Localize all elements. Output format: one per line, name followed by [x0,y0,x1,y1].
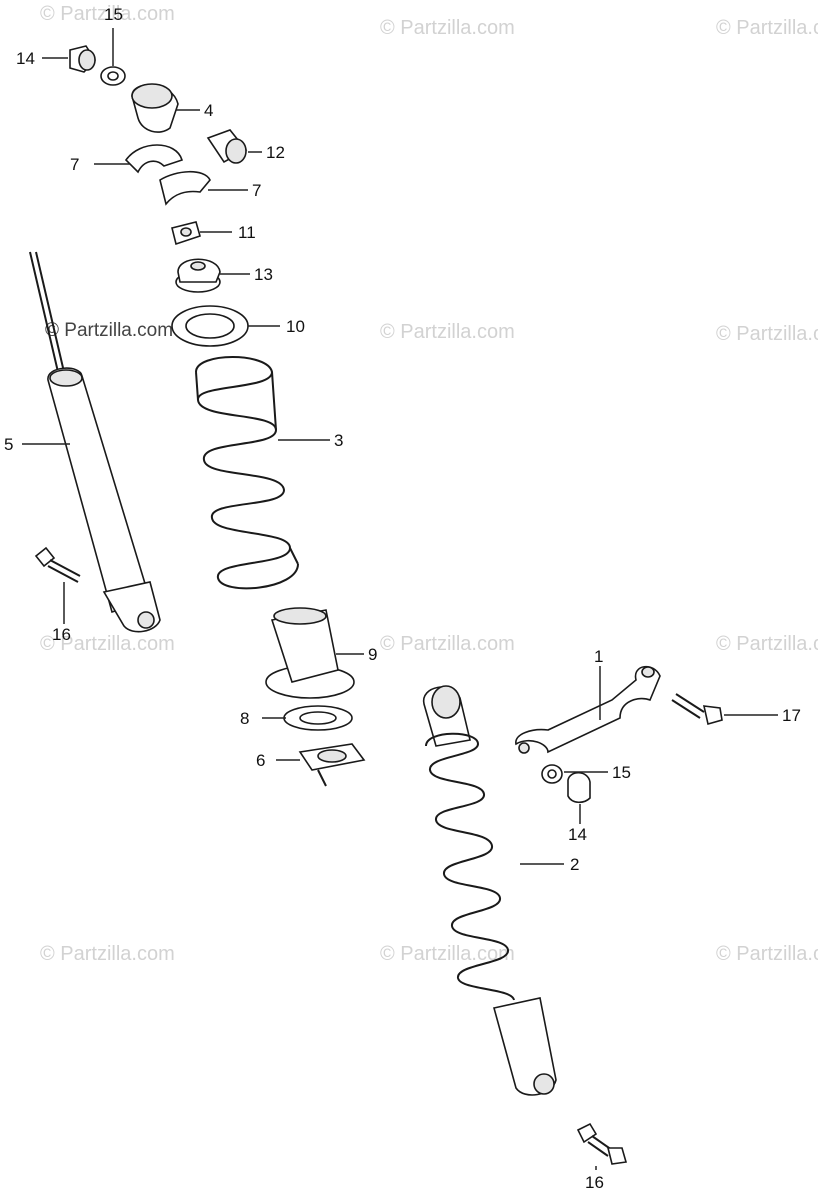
callout-3: 3 [334,431,343,450]
callout-5: 5 [4,435,13,454]
part-14-cap-nut [69,45,97,73]
callout-4: 4 [204,101,213,120]
part-13-seat [175,258,221,293]
watermark: © Partzilla.com [716,633,818,655]
callout-11: 11 [238,223,256,242]
watermark: © Partzilla.com [380,321,515,343]
callout-17: 17 [782,706,801,725]
watermark: © Partzilla.com [716,323,818,345]
watermark: © Partzilla.com [380,943,515,965]
watermark: © Partzilla.com [40,633,175,655]
callout-7: 7 [252,181,261,200]
callout-1: 1 [594,647,603,666]
part-7-rubber-upper [124,144,183,174]
watermark: © Partzilla.com [716,943,818,965]
callout-16: 16 [52,625,71,644]
callout-9: 9 [368,645,377,664]
part-5-damper [29,251,161,633]
callout-14: 14 [16,49,35,68]
callout-10: 10 [286,317,305,336]
part-2-shock-assembly [423,685,557,1096]
part-1-bracket [515,665,661,754]
callout-15: 15 [104,5,123,24]
callout-14: 14 [568,825,587,844]
part-15-washer-right [541,764,563,784]
part-9-spring-guide [265,607,355,699]
callout-8: 8 [240,709,249,728]
part-7-rubber-lower [159,170,211,206]
callout-15: 15 [612,763,631,782]
part-16-bolt-left [34,546,81,583]
part-15-washer [100,66,126,86]
watermark: © Partzilla.com [380,17,515,39]
watermark: © Partzilla.com [716,17,818,39]
part-17-bolt [671,693,723,726]
callout-13: 13 [254,265,273,284]
part-6-adjuster [298,743,366,787]
callout-labels: 15 14 4 12 7 7 11 13 10 5 3 16 9 1 17 8 … [4,5,801,1192]
part-14-cap-nut-right [567,771,591,804]
part-3-spring [195,356,299,590]
part-10-spring-seat [171,305,249,347]
part-4-bush [131,83,179,133]
callout-2: 2 [570,855,579,874]
watermark: © Partzilla.com [40,3,175,25]
part-16-bolt-right [576,1122,628,1165]
watermark: © Partzilla.com [40,943,175,965]
callout-16: 16 [585,1173,604,1192]
callout-12: 12 [266,143,285,162]
watermark: © Partzilla.com [45,320,173,341]
part-11-plate [171,221,201,246]
leader-lines [22,28,778,1170]
watermark: © Partzilla.com [380,633,515,655]
part-8-washer [283,705,353,731]
part-12-collar [206,129,248,164]
watermarks: © Partzilla.com © Partzilla.com © Partzi… [40,3,818,965]
callout-6: 6 [256,751,265,770]
callout-7: 7 [70,155,79,174]
